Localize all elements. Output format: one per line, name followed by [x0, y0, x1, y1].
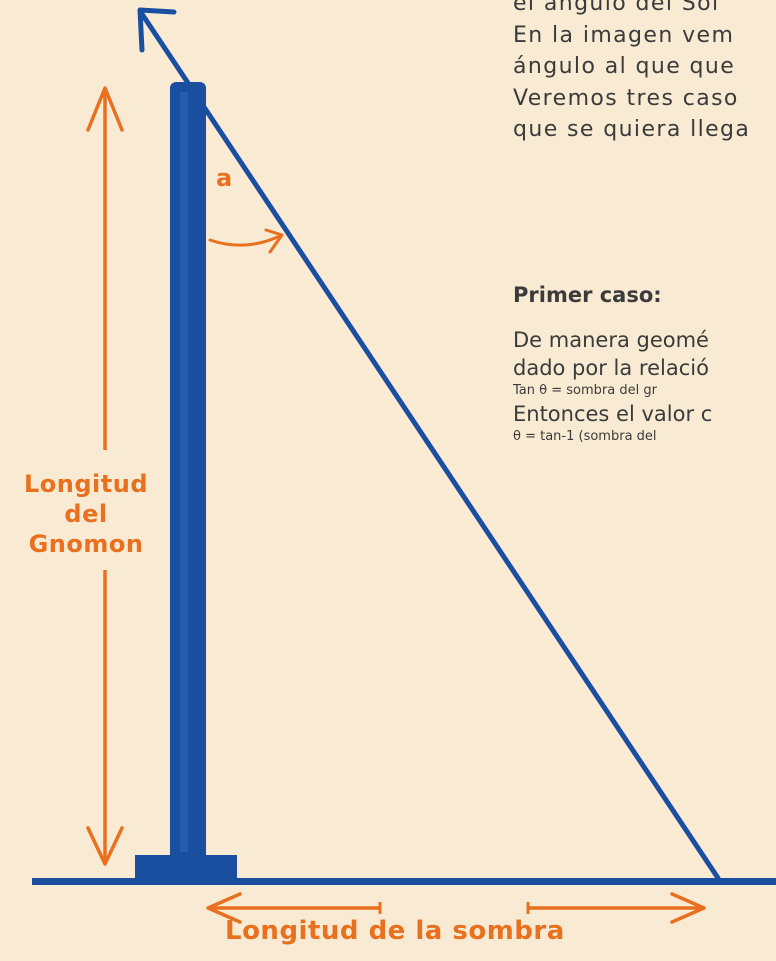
intro-line: En la imagen vem [513, 22, 735, 48]
angle-arc [208, 234, 282, 247]
gnomon-label-line: Longitud [23, 470, 148, 498]
case-line: De manera geomé [513, 328, 709, 352]
gnomon-label-line: del [64, 500, 108, 528]
intro-line: Veremos tres caso [513, 85, 739, 111]
gnomon-dimension-arrow-top [86, 86, 124, 132]
shadow-dimension-arrow-left [206, 892, 242, 924]
shadow-dimension-arrow-right [670, 892, 706, 924]
intro-line: ángulo al que que [513, 54, 736, 79]
intro-line: el ángulo del Sol [513, 0, 720, 16]
sun-ray-line [139, 11, 721, 881]
case-body: De manera geomé dado por la relació Tan … [513, 326, 712, 446]
gnomon-label-line: Gnomon [28, 530, 144, 558]
angle-arc-arrowhead [264, 228, 284, 254]
case-heading: Primer caso: [513, 283, 662, 307]
formula-arctan: θ = tan-1 (sombra del [513, 429, 657, 444]
case-line: dado por la relació [513, 356, 709, 380]
sun-ray-arrowhead [137, 7, 177, 53]
ground-line [32, 878, 776, 885]
intro-paragraph: el ángulo del Sol En la imagen vem ángul… [513, 0, 750, 146]
gnomon-dimension-arrow-bottom [86, 826, 124, 866]
case-line: Entonces el valor c [513, 402, 713, 426]
intro-line: que se quiera llega [513, 117, 751, 142]
shadow-length-label: Longitud de la sombra [225, 916, 565, 946]
gnomon-post-highlight [180, 92, 188, 852]
angle-label: a [216, 164, 233, 192]
formula-tan: Tan θ = sombra del gr [513, 383, 657, 398]
gnomon-length-label: Longitud del Gnomon [6, 469, 166, 559]
